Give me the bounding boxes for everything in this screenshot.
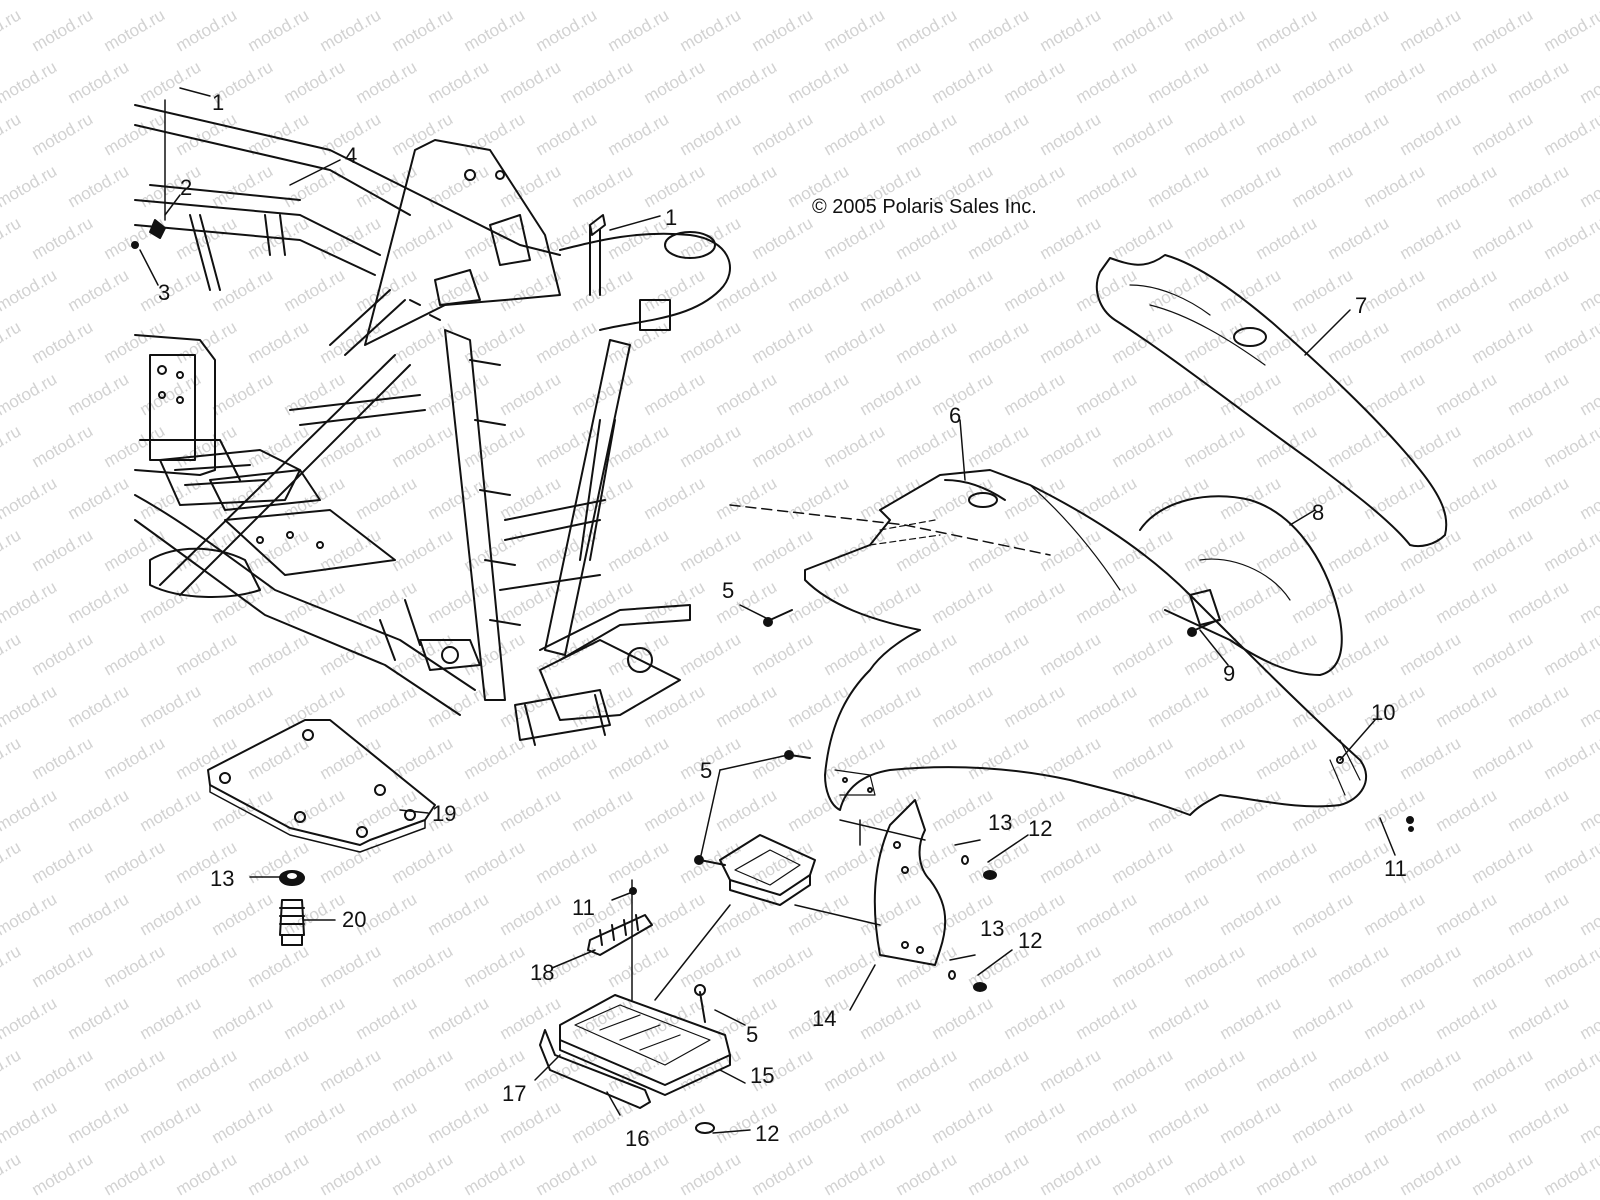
callout-4: 4 [345,143,358,168]
callout-11-right: 11 [1384,856,1407,881]
part-15-footrest [559,994,731,1096]
callout-12-lower: 12 [1018,928,1043,953]
leader-lines [139,87,1396,1134]
callout-5-lower: 5 [746,1022,759,1047]
callout-17: 17 [502,1081,527,1106]
fasteners [131,214,1414,1134]
callout-8: 8 [1312,500,1325,525]
callout-13-upper: 13 [988,810,1013,835]
callout-5-upper: 5 [722,578,735,603]
callout-12-upper: 12 [1028,816,1053,841]
part-18-bracket [587,914,653,956]
fender-bracket [719,834,816,906]
callout-20: 20 [342,907,367,932]
callout-10: 10 [1371,700,1396,725]
part-20-grommet [279,899,305,946]
callout-14: 14 [812,1006,837,1031]
copyright-notice: © 2005 Polaris Sales Inc. [812,196,1037,218]
part-14-mud-flap [873,799,947,966]
callout-7: 7 [1355,293,1368,318]
callout-2: 2 [180,175,193,200]
callout-1-frame-decal: 1 [212,90,225,115]
callout-1-tower-decal: 1 [665,205,678,230]
part-13-washer [279,870,305,886]
callout-18: 18 [530,960,555,985]
part-8-inner-fender [1139,495,1343,676]
callout-15: 15 [750,1063,775,1088]
callout-12-bottom: 12 [755,1121,780,1146]
callout-13-lower: 13 [980,916,1005,941]
part-7-fender-cover [1095,254,1448,548]
callout-11-left: 11 [572,895,595,920]
watermark-text: motod.ru [1577,0,1600,3]
callout-9: 9 [1223,661,1236,686]
callout-19: 19 [432,801,457,826]
callout-3: 3 [158,280,171,305]
part-17-footrest-bar [539,1029,651,1109]
callout-6: 6 [949,403,962,428]
callout-13-left: 13 [210,866,235,891]
projection-line [729,504,1051,556]
callout-16: 16 [625,1126,650,1151]
part-6-front-fender [804,469,1367,816]
callout-5-mid: 5 [700,758,713,783]
part-19-skid-plate [207,719,436,853]
atv-frame [134,104,731,746]
